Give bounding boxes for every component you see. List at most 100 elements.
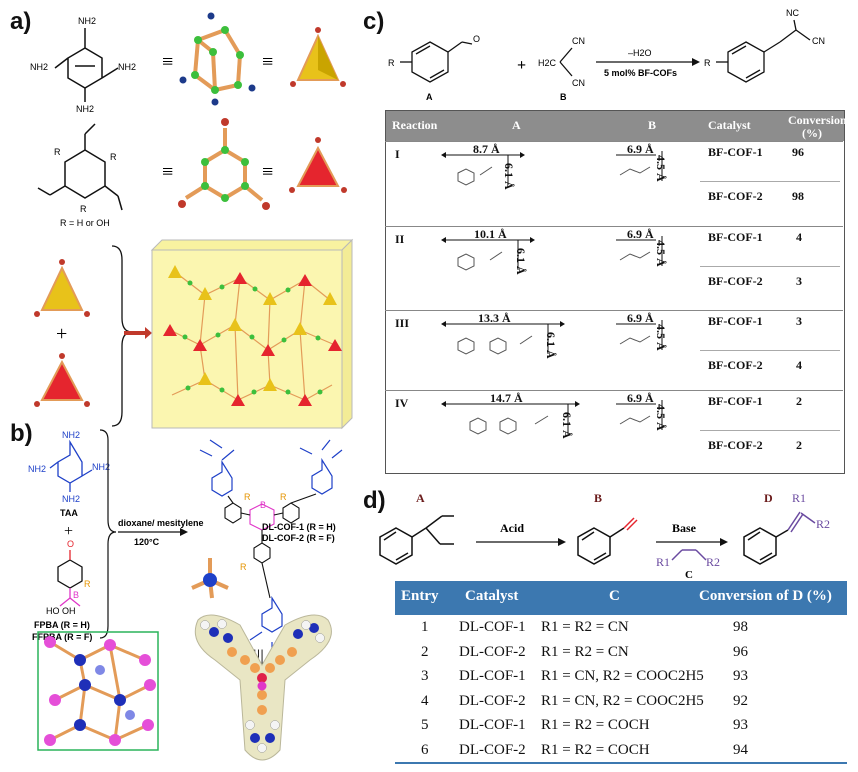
malononitrile-b — [559, 47, 573, 77]
th-conversion-d: Conversion of D (%) — [699, 588, 832, 604]
unit-cell — [37, 631, 159, 751]
cell-entry: 4 — [421, 692, 429, 709]
table-d-row: 5 DL-COF-1 R1 = R2 = COCH 93 — [395, 715, 847, 739]
th-catalyst-d: Catalyst — [465, 588, 519, 604]
cell-conversion-1: 4 — [796, 230, 802, 244]
framework-cube — [150, 238, 354, 430]
scheme-c-nc: NC — [786, 8, 799, 18]
crystal-bonds — [49, 640, 151, 742]
cell-catalyst-d: DL-COF-1 — [459, 668, 526, 684]
r-definition-label: R = H or OH — [60, 218, 110, 228]
scheme-d-r1-d: R1 — [792, 491, 806, 505]
fpba-r: R — [84, 579, 91, 589]
framework-nodes — [182, 280, 323, 395]
panel-a-figure: NH2 NH2 NH2 NH2 ≡ ≡ R R R R = H or OH ≡ — [30, 12, 354, 430]
table-c-row — [385, 141, 843, 226]
cell-b-height: 4.5 Å — [654, 324, 668, 351]
cell-a-height: 6.1 Å — [544, 332, 558, 359]
cell-entry: 5 — [421, 717, 429, 733]
r-substituent-2: R — [110, 152, 117, 162]
fpba-label: FPBA (R = H) — [34, 620, 90, 630]
row-divider — [700, 266, 840, 267]
cell-entry: 1 — [421, 619, 429, 635]
table-d-row: 1 DL-COF-1 R1 = R2 = CN 98 — [395, 617, 847, 641]
cell-catalyst-1: BF-COF-1 — [708, 145, 763, 159]
cell-catalyst-2: BF-COF-2 — [708, 358, 763, 372]
scheme-c-cn3: CN — [812, 36, 825, 46]
taa-amine-4: NH2 — [62, 494, 80, 504]
cell-c: R1 = R2 = CN — [541, 643, 629, 660]
cell-catalyst-1: BF-COF-1 — [708, 230, 763, 244]
plus-sign: + — [56, 323, 67, 345]
cell-conversion-1: 96 — [792, 145, 804, 159]
product-c — [716, 19, 811, 83]
cell-catalyst-d: DL-COF-1 — [459, 619, 526, 635]
scheme-c-cn2: CN — [572, 78, 585, 88]
cell-conversion-2: 2 — [796, 438, 802, 452]
cell-b-length: 6.9 Å — [627, 311, 654, 325]
taa-structure — [49, 439, 93, 492]
cell-conversion-d: 98 — [733, 619, 748, 635]
table-d-row: 4 DL-COF-2 R1 = CN, R2 = COOC2H5 92 — [395, 691, 847, 715]
tetrahedron-node-small — [34, 259, 90, 317]
fpba-ho-oh: HO OH — [46, 606, 76, 616]
product-r-1: R — [244, 492, 251, 502]
fpba-o: O — [67, 539, 74, 549]
scheme-c-cn1: CN — [572, 36, 585, 46]
scheme-d-label-b: B — [594, 491, 602, 505]
table-d-row: 2 DL-COF-2 R1 = R2 = CN 96 — [395, 642, 847, 666]
row-divider — [700, 350, 840, 351]
cell-b-height: 4.5 Å — [654, 155, 668, 182]
equiv-sign-1: ≡ — [162, 51, 173, 73]
cell-reaction: IV — [395, 396, 409, 410]
cell-conversion-1: 3 — [796, 314, 802, 328]
cell-catalyst-d: DL-COF-1 — [459, 717, 526, 733]
cell-conversion-2: 3 — [796, 274, 802, 288]
trialdehyde-ball-model — [178, 118, 270, 210]
bracket — [111, 245, 133, 427]
panel-b-figure: NH2 NH2 NH2 NH2 TAA + O R B HO OH FPBA (… — [28, 429, 343, 761]
panel-label-a: a) — [10, 8, 32, 35]
molecule-a-sketch — [441, 152, 525, 186]
amine-label-left: NH2 — [30, 62, 48, 72]
fpba-b: B — [73, 590, 79, 600]
product-r-3: R — [240, 562, 247, 572]
table-c-header: Reaction A B Catalyst Conversion (%) — [386, 111, 847, 141]
cell-reaction: I — [395, 147, 400, 161]
taa-amine-1: NH2 — [62, 430, 80, 440]
cell-b-height: 4.5 Å — [654, 240, 668, 267]
cell-catalyst-1: BF-COF-1 — [708, 314, 763, 328]
row-divider — [700, 181, 840, 182]
cell-a-length: 13.3 Å — [478, 311, 511, 325]
cell-catalyst-2: BF-COF-2 — [708, 274, 763, 288]
panel-c-scheme: R O A + H2C CN CN B –H2O 5 mol% BF-COFs … — [388, 8, 825, 102]
cell-a-length: 10.1 Å — [474, 227, 507, 241]
cell-b-length: 6.9 Å — [627, 142, 654, 156]
table-c-row — [385, 226, 843, 311]
th-conversion: Conversion — [788, 113, 847, 127]
ffpba-label: FFPBA (R = F) — [32, 632, 92, 642]
panel-b-plus: + — [64, 523, 73, 540]
cell-c: R1 = R2 = COCH — [541, 741, 650, 758]
molecule-b-sketch — [616, 320, 663, 350]
scheme-d-label-a: A — [416, 491, 425, 505]
table-c: Reaction A B Catalyst Conversion (%) — [385, 110, 847, 474]
r-substituent-3: R — [80, 204, 87, 214]
cell-conversion-d: 92 — [733, 692, 748, 709]
aldehyde-a — [400, 41, 473, 83]
scheme-d-acid: Acid — [500, 521, 524, 535]
th-c: C — [609, 588, 620, 604]
cell-a-height: 6.1 Å — [502, 163, 516, 190]
taa-amine-3: NH2 — [92, 462, 110, 472]
cell-b-height: 4.5 Å — [654, 404, 668, 431]
equiv-vertical: ||| — [253, 646, 264, 666]
cell-conversion-1: 2 — [796, 394, 802, 408]
conditions-top: dioxane/ mesitylene — [118, 518, 204, 528]
adamantane-ball-model — [179, 12, 256, 106]
scheme-d-r1-c: R1 — [656, 555, 670, 569]
product-r-2: R — [280, 492, 287, 502]
cell-catalyst-1: BF-COF-1 — [708, 394, 763, 408]
cell-c: R1 = CN, R2 = COOC2H5 — [541, 668, 704, 684]
cell-catalyst-d: DL-COF-2 — [459, 741, 526, 758]
cell-b-length: 6.9 Å — [627, 391, 654, 405]
